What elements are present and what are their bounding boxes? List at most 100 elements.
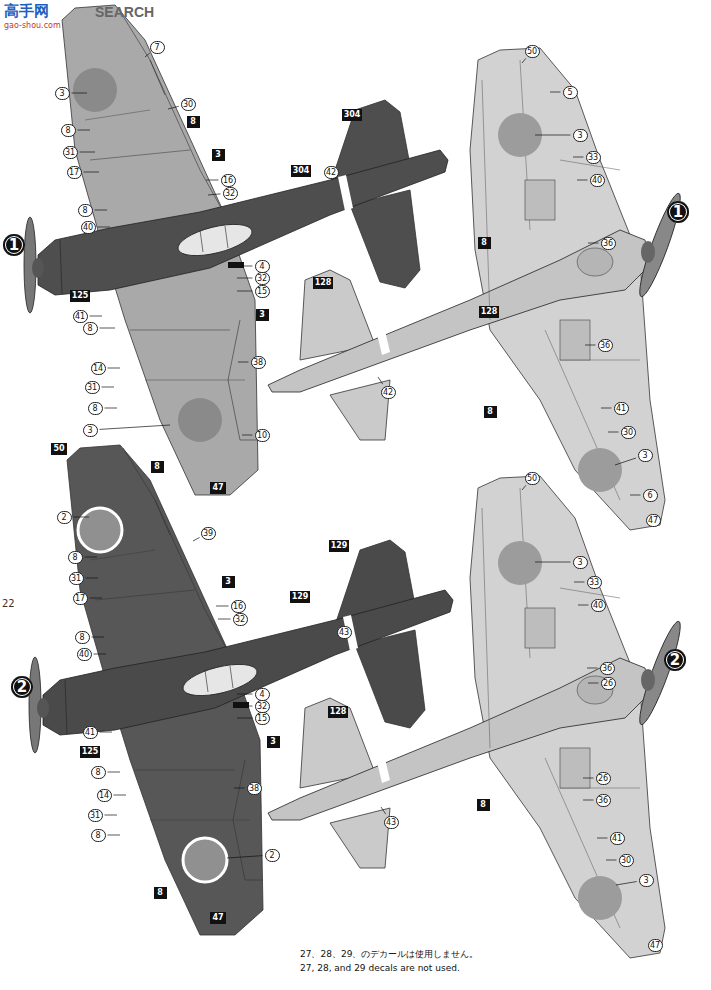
paint-code: 128 <box>328 706 349 718</box>
callout-number: 31 <box>85 381 100 394</box>
paint-code: 3 <box>212 149 225 161</box>
callout-number: 6 <box>643 489 658 502</box>
version-marker: 1 <box>3 234 25 256</box>
callout-number: 3 <box>639 874 654 887</box>
leader-line <box>234 788 245 789</box>
leader-line <box>616 882 637 885</box>
callout-number: 42 <box>381 386 396 399</box>
leader-line <box>583 800 594 801</box>
note-text: 27, 28, and 29 decals are not used. <box>300 963 460 973</box>
callout-number: 31 <box>63 146 78 159</box>
aircraft-bottom-view <box>268 48 686 530</box>
leader-line <box>578 605 589 606</box>
leader-line <box>550 92 561 93</box>
callout-number: 3 <box>573 129 588 142</box>
paint-code: 47 <box>210 482 225 494</box>
callout-number: 43 <box>384 816 399 829</box>
leader-line <box>587 668 598 669</box>
callout-number: 41 <box>83 726 98 739</box>
callout-number: 8 <box>75 631 90 644</box>
watermark: 高手网 <box>4 2 49 21</box>
leader-line <box>78 130 91 131</box>
leader-line <box>238 362 249 363</box>
callout-number: 3 <box>55 87 70 100</box>
callout-number: 26 <box>596 772 611 785</box>
callout-number: 50 <box>525 472 540 485</box>
leader-line <box>108 368 121 369</box>
callout-number: 17 <box>67 166 82 179</box>
paint-code: 304 <box>291 165 312 177</box>
paint-code: 8 <box>151 461 164 473</box>
leader-line <box>80 152 96 153</box>
paint-code: 128 <box>313 277 334 289</box>
leader-line <box>216 606 229 607</box>
leader-line <box>72 93 88 94</box>
leader-line <box>237 718 253 719</box>
callout-number: 40 <box>590 174 605 187</box>
callout-number: 33 <box>587 576 602 589</box>
leader-line <box>206 180 219 181</box>
callout-number: 32 <box>255 700 270 713</box>
callout-number: 17 <box>73 592 88 605</box>
callout-number: 43 <box>337 626 352 639</box>
leader-line <box>94 654 107 655</box>
leader-line <box>114 795 127 796</box>
leader-line <box>381 807 386 814</box>
callout-number: 8 <box>83 322 98 335</box>
paint-code: 8 <box>154 887 167 899</box>
leader-line <box>108 772 121 773</box>
callout-number: 47 <box>646 514 661 527</box>
leader-line <box>535 135 571 136</box>
watermark: gao-shou.com <box>4 21 61 30</box>
paint-code: 125 <box>70 290 91 302</box>
callout-number: 39 <box>201 527 216 540</box>
callout-number: 36 <box>600 662 615 675</box>
leader-line <box>585 345 596 346</box>
leader-line <box>102 387 115 388</box>
leader-line <box>90 598 103 599</box>
leader-line <box>193 537 200 541</box>
leader-line <box>95 210 108 211</box>
aircraft-bottom-view <box>268 476 686 958</box>
paint-code: 125 <box>80 746 101 758</box>
callout-number: 36 <box>598 339 613 352</box>
leader-line <box>218 619 231 620</box>
callout-number: 41 <box>610 832 625 845</box>
leader-line <box>522 58 526 63</box>
callout-number: 8 <box>88 402 103 415</box>
callout-number: 15 <box>255 712 270 725</box>
paint-code: 50 <box>51 443 66 455</box>
callout-number: 33 <box>586 151 601 164</box>
paint-code: 128 <box>479 306 500 318</box>
leader-line <box>535 562 571 563</box>
leader-line <box>105 815 118 816</box>
leader-line <box>588 243 599 244</box>
leader-line <box>577 180 588 181</box>
leader-line <box>85 557 98 558</box>
paint-code: 47 <box>210 912 225 924</box>
leader-line <box>86 578 99 579</box>
callout-number: 16 <box>221 174 236 187</box>
leader-line <box>237 694 253 695</box>
callout-number: 47 <box>648 939 663 952</box>
leader-line <box>98 227 111 228</box>
callout-number: 40 <box>77 648 92 661</box>
callout-number: 50 <box>525 45 540 58</box>
callout-number: 3 <box>638 449 653 462</box>
leader-line <box>168 106 179 109</box>
leader-line <box>100 328 116 329</box>
leader-line <box>588 683 599 684</box>
leader-line <box>227 856 263 858</box>
callout-number: 30 <box>181 98 196 111</box>
callout-number: 3 <box>573 556 588 569</box>
paint-code: 129 <box>290 591 311 603</box>
callout-number: 5 <box>563 86 578 99</box>
paint-code: 8 <box>477 799 490 811</box>
leader-line <box>74 517 90 518</box>
callout-number: 2 <box>265 849 280 862</box>
leader-line <box>583 778 594 779</box>
callout-number: 10 <box>255 429 270 442</box>
